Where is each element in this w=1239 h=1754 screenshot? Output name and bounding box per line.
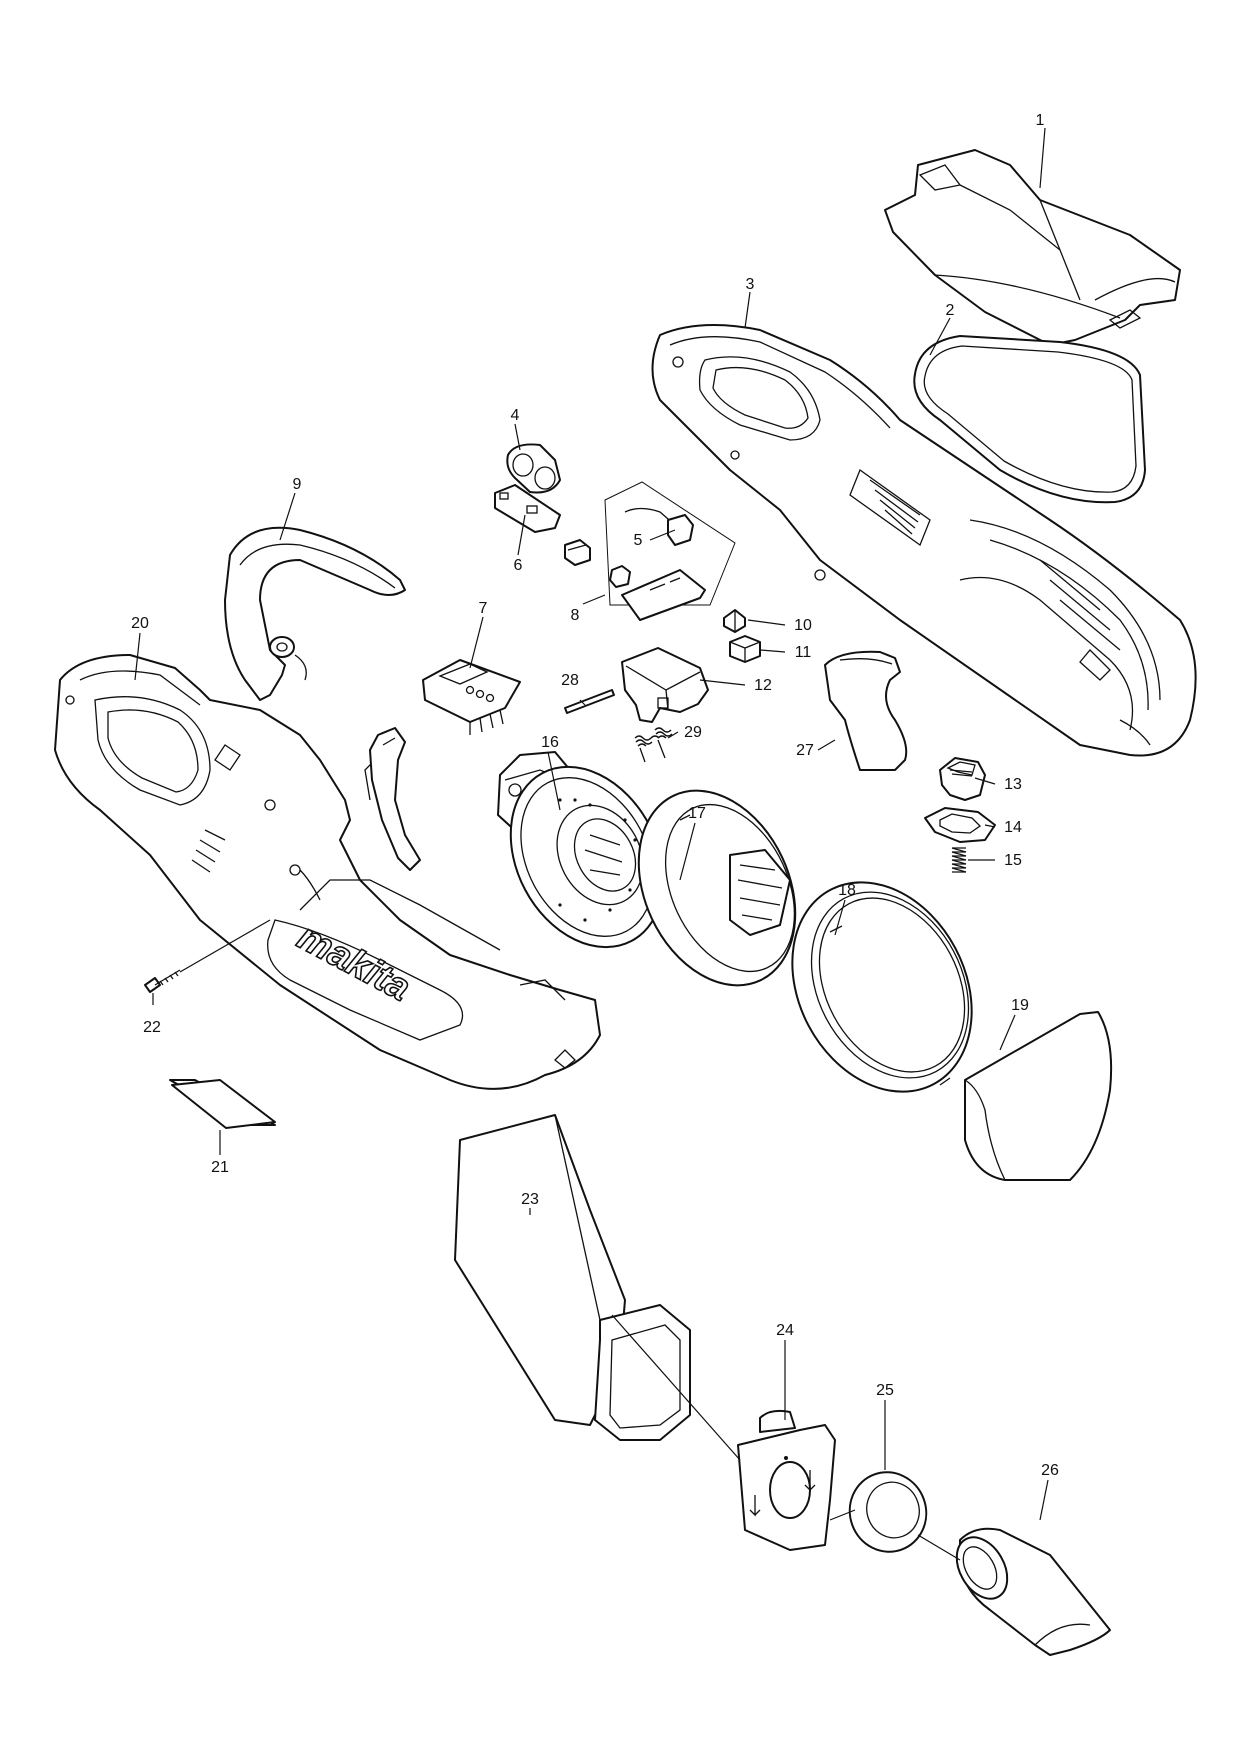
callout-26: 26 <box>1041 1462 1059 1479</box>
part-11-block <box>729 635 761 663</box>
part-4-button-cover <box>506 443 561 494</box>
part-9-handle-grip <box>224 526 406 701</box>
callout-7: 7 <box>479 600 488 617</box>
callout-10: 10 <box>794 617 812 634</box>
callout-8: 8 <box>571 607 580 624</box>
callout-25: 25 <box>876 1382 894 1399</box>
part-18-outer-ring <box>791 881 973 1093</box>
callout-22: 22 <box>143 1019 161 1036</box>
callout-9: 9 <box>293 476 302 493</box>
part-2-gasket <box>913 335 1146 504</box>
part-12-switch-housing <box>621 647 709 723</box>
callout-23: 23 <box>521 1191 539 1208</box>
part-26-nozzle <box>955 1527 1111 1656</box>
callout-17: 17 <box>688 805 706 822</box>
callout-3: 3 <box>746 276 755 293</box>
part-28-pin <box>564 689 615 714</box>
part-19-filter-pad <box>964 1011 1113 1181</box>
part-22-screw <box>144 969 181 993</box>
part-24-filter-holder <box>737 1409 836 1551</box>
callout-24: 24 <box>776 1322 794 1339</box>
trigger-lever <box>369 727 421 871</box>
part-7-control-pcb <box>422 659 521 735</box>
callout-28: 28 <box>561 672 579 689</box>
part-10-clip <box>723 609 746 633</box>
callout-29: 29 <box>684 724 702 741</box>
callout-18: 18 <box>838 882 856 899</box>
part-29-springs <box>634 727 673 763</box>
leader-lines <box>134 127 1049 1561</box>
part-13-latch <box>939 757 986 801</box>
callout-6: 6 <box>514 557 523 574</box>
callout-21: 21 <box>211 1159 229 1176</box>
part-1-top-cover <box>884 149 1181 346</box>
callout-14: 14 <box>1004 819 1022 836</box>
callout-5: 5 <box>634 532 643 549</box>
part-8-pcb-kit <box>604 481 736 621</box>
part-17-fan-cover <box>637 789 797 987</box>
callout-20: 20 <box>131 615 149 632</box>
part-3-upper-housing <box>651 324 1197 757</box>
part-21-label <box>169 1079 276 1129</box>
callout-1: 1 <box>1036 112 1045 129</box>
callout-19: 19 <box>1011 997 1029 1014</box>
part-6-switch-plate <box>494 484 561 533</box>
connector-block <box>564 539 591 566</box>
part-25-seal-ring <box>848 1471 928 1553</box>
callout-2: 2 <box>946 302 955 319</box>
callout-labels: 1 2 3 4 5 6 7 8 9 10 11 12 13 14 15 16 1… <box>131 112 1059 1479</box>
callout-4: 4 <box>511 407 520 424</box>
callout-13: 13 <box>1004 776 1022 793</box>
part-14-latch-frame <box>924 807 996 843</box>
part-23-filter-bag <box>454 1114 691 1441</box>
callout-27: 27 <box>796 742 814 759</box>
callout-15: 15 <box>1004 852 1022 869</box>
callout-11: 11 <box>795 644 812 661</box>
part-20-lower-housing: makita <box>54 654 601 1090</box>
callout-12: 12 <box>754 677 772 694</box>
part-27-side-grip <box>824 650 908 771</box>
part-15-spring <box>951 847 967 873</box>
callout-16: 16 <box>541 734 559 751</box>
